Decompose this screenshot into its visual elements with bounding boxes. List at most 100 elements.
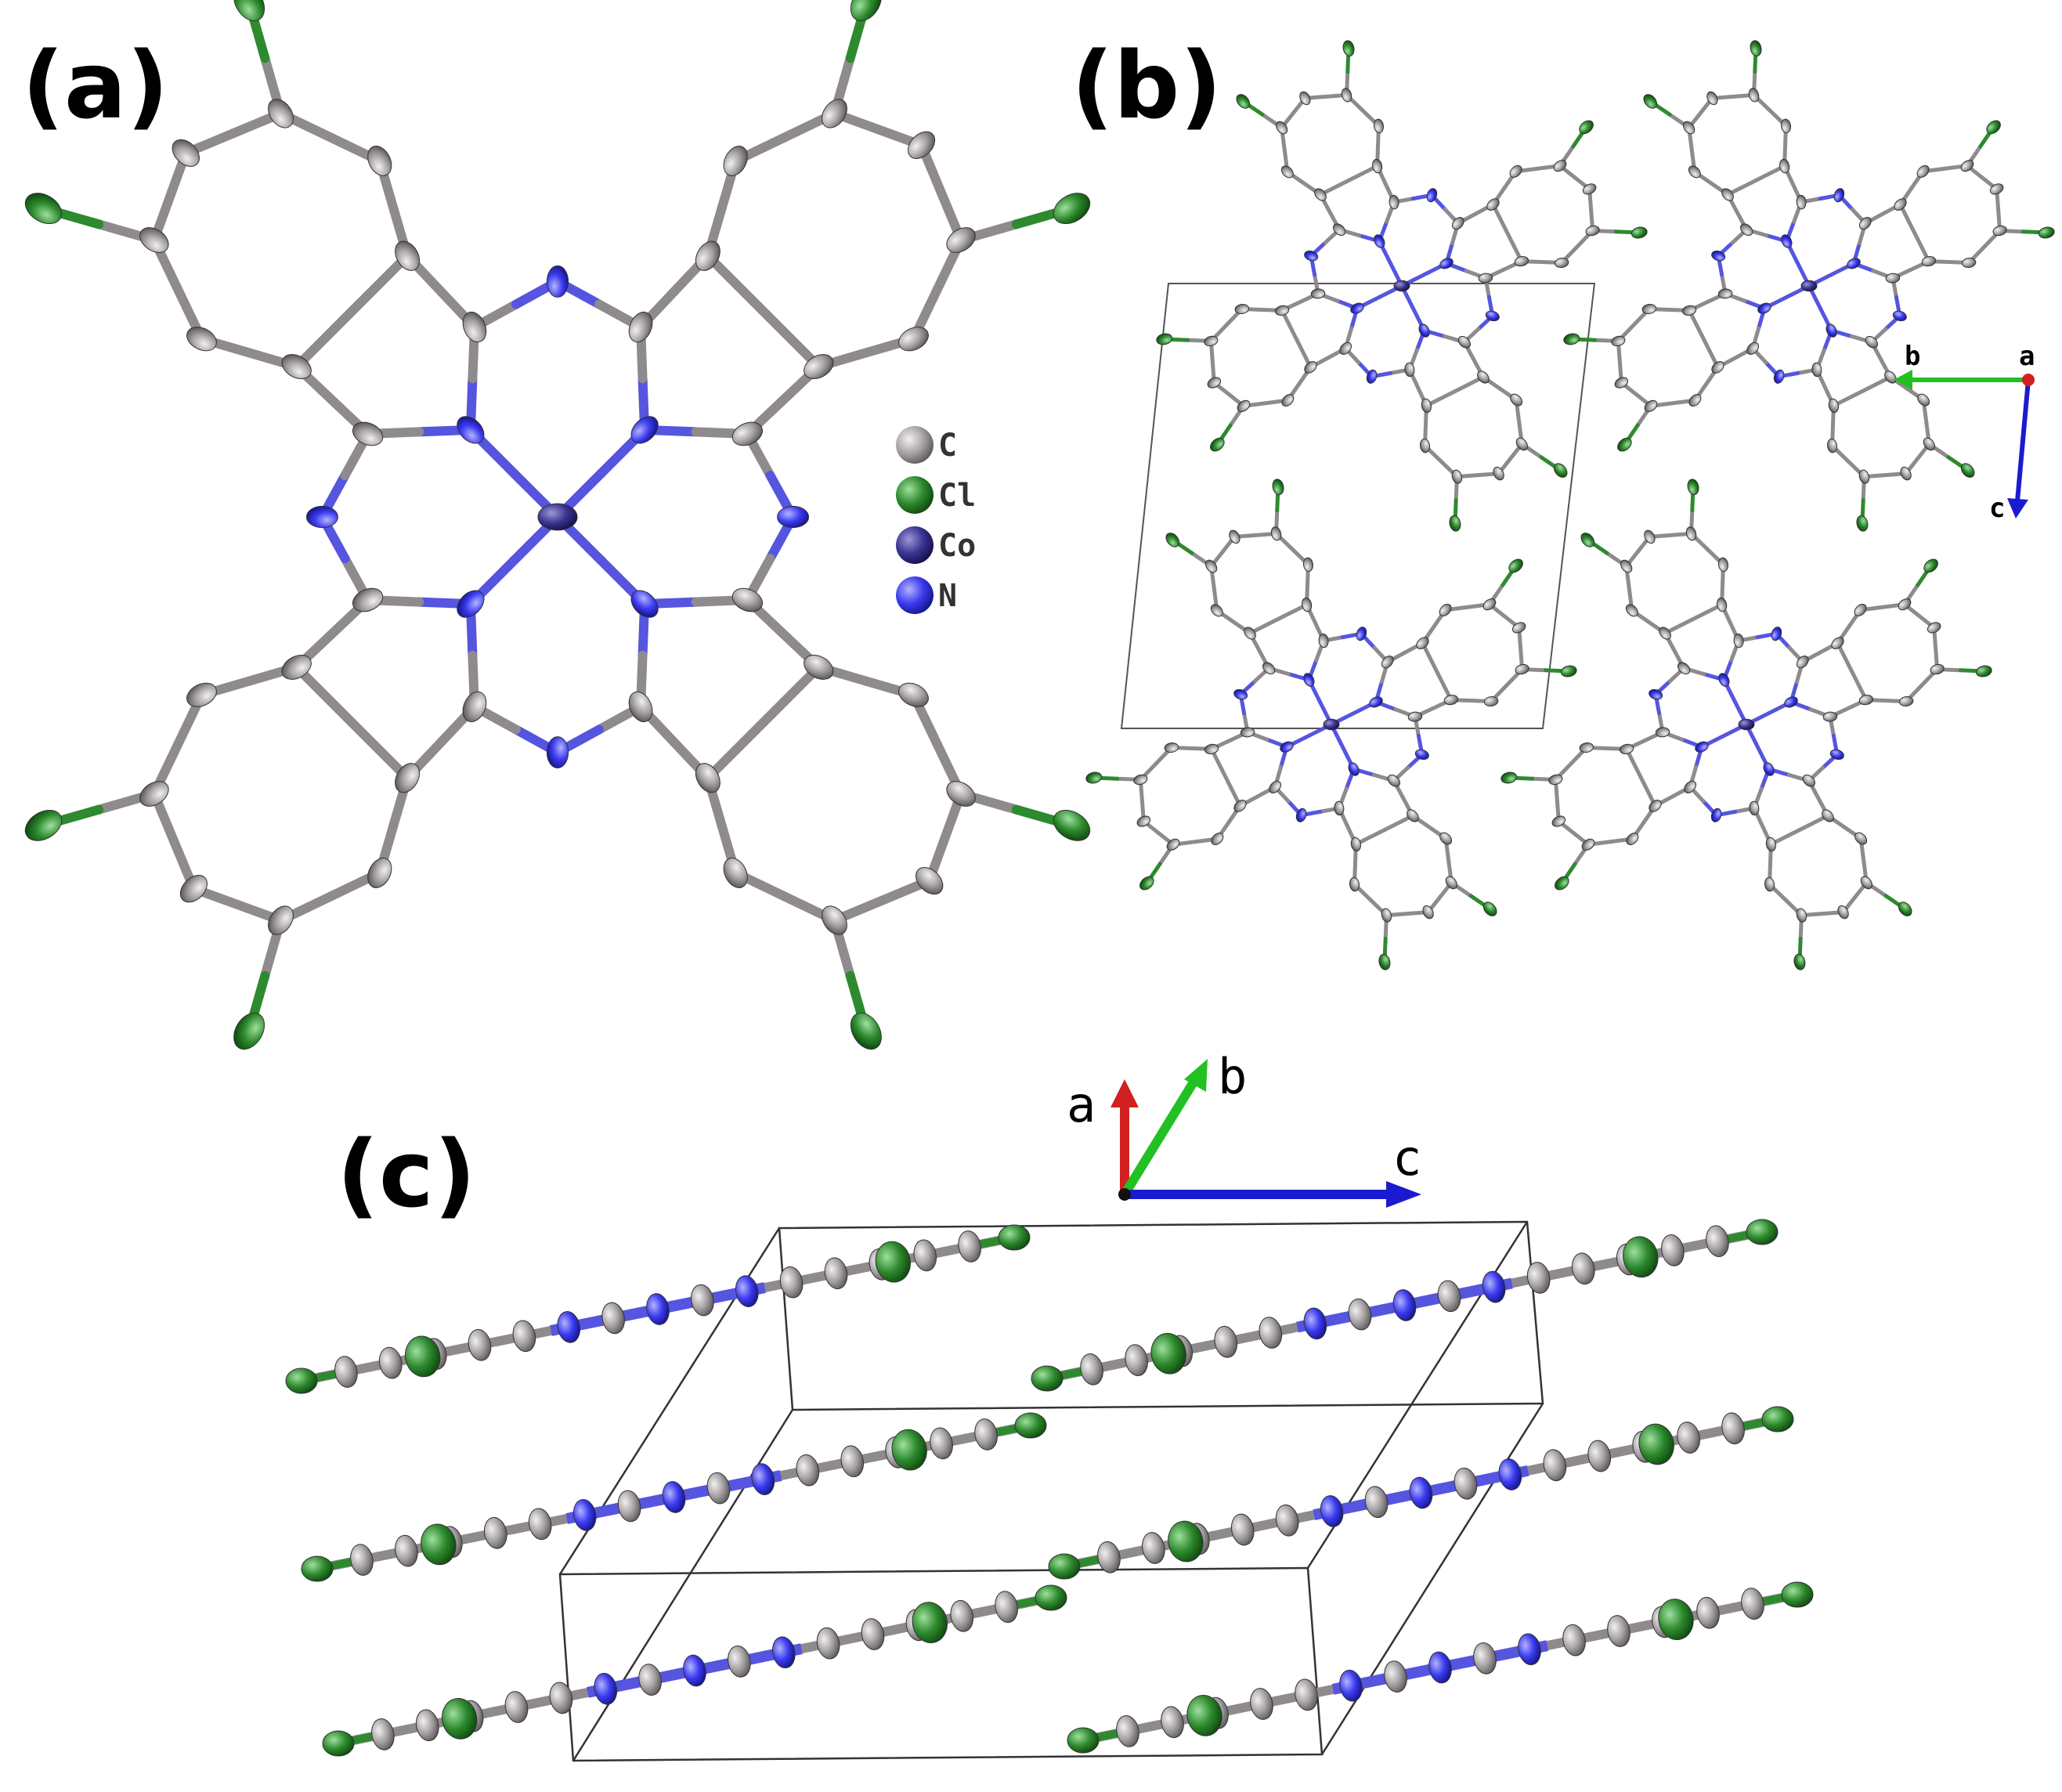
carbon-atom xyxy=(1923,437,1935,451)
carbon-atom xyxy=(1721,188,1734,201)
carbon-atom xyxy=(1706,91,1718,106)
carbon-atom xyxy=(1511,622,1526,634)
chlorine-atom xyxy=(1085,771,1103,784)
carbon-atom xyxy=(1543,1449,1567,1482)
nitrogen-atom xyxy=(777,505,810,529)
carbon-atom xyxy=(1280,165,1294,179)
nitrogen-atom xyxy=(546,265,569,298)
carbon-atom xyxy=(1381,656,1394,669)
carbon-atom xyxy=(1802,774,1815,787)
chlorine-atom xyxy=(1630,226,1648,239)
carbon-atom xyxy=(898,682,929,707)
carbon-atom xyxy=(1302,597,1313,612)
chlorine-atom xyxy=(1342,40,1355,57)
carbon-atom xyxy=(1740,223,1753,237)
chlorine-atom xyxy=(1139,876,1154,891)
chlorine-atom xyxy=(1658,1599,1694,1640)
nitrogen-atom xyxy=(1498,1458,1522,1490)
carbon-atom xyxy=(512,1320,536,1353)
carbon-atom xyxy=(1478,273,1493,284)
chlorine-atom xyxy=(1014,1412,1047,1439)
panel-b: (b) b a c xyxy=(1071,31,2055,970)
carbon-atom xyxy=(779,1266,803,1299)
carbon-atom xyxy=(1381,908,1392,923)
carbon-atom xyxy=(415,1709,439,1742)
carbon-atom xyxy=(1554,257,1569,268)
carbon-atom xyxy=(1229,529,1240,544)
carbon-atom xyxy=(139,227,169,253)
carbon-atom xyxy=(1619,743,1634,754)
carbon-atom xyxy=(1161,1706,1184,1739)
carbon-atom xyxy=(1562,1624,1586,1657)
carbon-atom xyxy=(1275,1504,1299,1537)
carbon-atom xyxy=(1885,273,1901,284)
carbon-atom xyxy=(367,146,392,176)
nitrogen-atom xyxy=(594,1672,618,1705)
carbon-atom xyxy=(601,1302,625,1335)
chlorine-atom xyxy=(1750,40,1762,57)
panel-c: (c) a b c xyxy=(285,1048,1814,1762)
chlorine-atom xyxy=(1975,665,1992,677)
carbon-atom xyxy=(1796,656,1809,669)
nitrogen-atom xyxy=(662,1481,686,1513)
chlorine-atom xyxy=(1067,1727,1100,1754)
carbon-atom xyxy=(1822,809,1834,822)
carbon-atom xyxy=(462,691,487,723)
axis-indicator-b: b a c xyxy=(1894,341,2035,524)
chlorine-atom xyxy=(1168,1520,1204,1563)
chlorine-atom xyxy=(1623,1236,1659,1278)
carbon-atom xyxy=(1422,905,1434,919)
chlorine-atom xyxy=(322,1730,355,1757)
chlorine-atom xyxy=(233,1012,265,1050)
carbon-atom xyxy=(1125,1344,1148,1376)
nitrogen-atom xyxy=(771,1636,796,1669)
carbon-atom xyxy=(1681,305,1697,316)
panel-c-label: (c) xyxy=(337,1120,476,1228)
legend-label: N xyxy=(938,578,957,614)
carbon-atom xyxy=(1733,633,1744,649)
chlorine-atom xyxy=(233,0,265,22)
carbon-atom xyxy=(1644,399,1658,412)
nitrogen-atom xyxy=(1392,1289,1417,1321)
nitrogen-atom xyxy=(457,416,485,444)
carbon-atom xyxy=(268,99,294,128)
carbon-atom xyxy=(1457,335,1471,349)
carbon-atom xyxy=(367,858,392,888)
edge-on-molecule xyxy=(301,1412,1047,1582)
carbon-atom xyxy=(915,867,944,895)
carbon-atom xyxy=(1389,194,1399,210)
carbon-atom xyxy=(352,421,384,446)
carbon-atom xyxy=(1164,742,1179,753)
carbon-atom xyxy=(1233,800,1247,812)
carbon-atom xyxy=(1921,256,1937,267)
chlorine-atom xyxy=(1156,333,1173,345)
carbon-atom xyxy=(1250,1688,1273,1720)
legend-swatch xyxy=(896,576,933,614)
chlorine-atom xyxy=(1986,120,2001,135)
chlorine-atom xyxy=(998,1224,1031,1251)
chlorine-atom xyxy=(1482,901,1497,916)
carbon-atom xyxy=(1237,399,1251,412)
carbon-atom xyxy=(1779,158,1790,174)
chlorine-atom xyxy=(1856,515,1869,532)
nitrogen-atom xyxy=(1426,188,1438,203)
carbon-atom xyxy=(695,240,720,271)
nitrogen-atom xyxy=(1428,1651,1452,1684)
nitrogen-atom xyxy=(1710,807,1722,822)
chlorine-atom xyxy=(850,1012,882,1050)
carbon-atom xyxy=(1641,304,1657,315)
carbon-atom xyxy=(1234,304,1250,315)
carbon-atom xyxy=(1310,288,1326,299)
chlorine-atom xyxy=(1579,120,1594,135)
carbon-atom xyxy=(1721,1412,1745,1445)
nitrogen-atom xyxy=(1339,1669,1363,1702)
carbon-atom xyxy=(1548,774,1563,786)
chlorine-atom xyxy=(1272,479,1284,496)
carbon-atom xyxy=(1811,362,1822,378)
carbon-atom xyxy=(268,905,294,935)
carbon-atom xyxy=(1451,217,1464,230)
carbon-atom xyxy=(1796,194,1807,210)
cobalt-atom xyxy=(1323,718,1340,731)
